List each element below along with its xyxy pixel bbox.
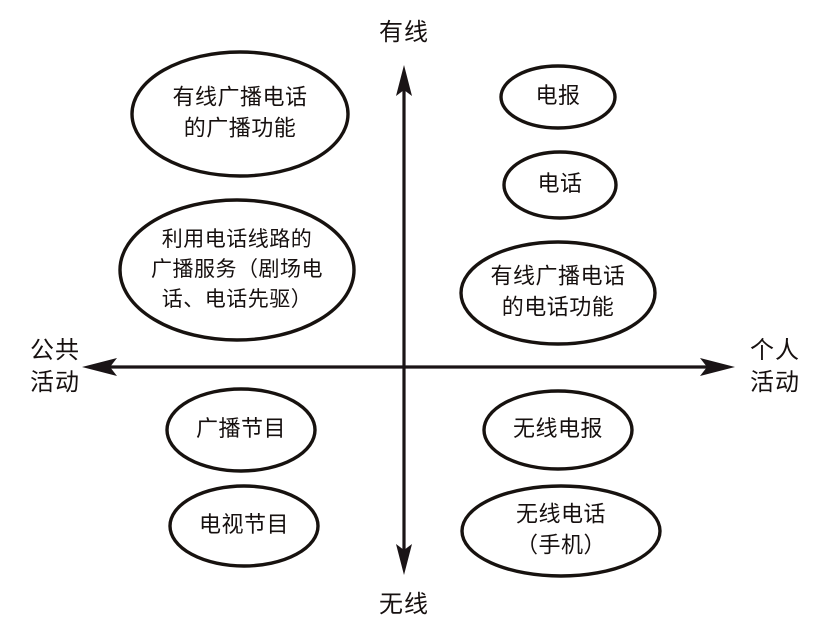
bubble-outline-wireless-telegraph <box>482 389 634 471</box>
bubble-label-wireless-telephone-mobile-line1: 无线电话 <box>516 503 606 528</box>
bubble-outline-wired-broadcast-phone-telephone-function <box>459 240 657 346</box>
bubble-label-telephone-line-broadcast-service-line3: 话、电话先驱） <box>162 287 313 311</box>
axis-labels-group: 有线 无线 公共 活动 个人 活动 <box>30 18 800 618</box>
horizontal-axis-left-arrow-icon <box>82 358 117 376</box>
bubble-radio-program[interactable]: 广播节目 <box>165 387 317 473</box>
bubble-outline-tv-program <box>168 484 320 568</box>
bubble-label-wired-broadcast-phone-telephone-function-line2: 的电话功能 <box>502 296 615 321</box>
axis-label-top: 有线 <box>379 18 429 46</box>
bubble-label-telephone-line1: 电话 <box>537 172 582 197</box>
bubble-label-wired-broadcast-phone-telephone-function-line1: 有线广播电话 <box>490 265 625 290</box>
bubble-label-wireless-telegraph-line1: 无线电报 <box>513 417 603 442</box>
axes-group <box>82 65 735 575</box>
vertical-axis-up-arrow-icon <box>396 65 412 96</box>
bubble-wireless-telegraph[interactable]: 无线电报 <box>482 389 634 471</box>
bubble-outline-radio-program <box>165 387 317 473</box>
bubble-outline-telephone-line-broadcast-service <box>118 198 356 342</box>
bubble-wireless-telephone-mobile[interactable]: 无线电话 （手机） <box>460 484 662 578</box>
bubbles-layer: 有线广播电话的广播功能利用电话线路的广播服务（剧场电话、电话先驱）电报电话有线广… <box>118 50 662 578</box>
bubble-telegraph[interactable]: 电报 <box>499 64 617 130</box>
bubble-outline-wired-broadcast-phone-broadcast-function <box>130 50 350 178</box>
axis-label-left-line2: 活动 <box>30 368 80 396</box>
bubble-label-radio-program-line1: 广播节目 <box>196 417 286 442</box>
bubble-label-telephone-line-broadcast-service-line2: 广播服务（剧场电 <box>151 257 323 281</box>
bubble-label-telephone-line-broadcast-service-line1: 利用电话线路的 <box>162 227 313 251</box>
vertical-axis-down-arrow-icon <box>396 544 412 575</box>
bubble-label-wired-broadcast-phone-broadcast-function-line2: 的广播功能 <box>184 117 297 142</box>
bubble-outline-telegraph <box>499 64 617 130</box>
horizontal-axis-right-arrow-icon <box>700 358 735 376</box>
bubble-label-telegraph-line1: 电报 <box>535 84 580 109</box>
bubble-label-wired-broadcast-phone-broadcast-function-line1: 有线广播电话 <box>172 86 307 111</box>
bubble-outline-telephone <box>502 150 618 220</box>
bubble-tv-program[interactable]: 电视节目 <box>168 484 320 568</box>
bubble-label-wireless-telephone-mobile-line2: （手机） <box>516 534 606 559</box>
axis-label-left-line1: 公共 <box>30 336 80 364</box>
bubble-label-tv-program-line1: 电视节目 <box>199 513 289 538</box>
bubble-outline-wireless-telephone-mobile <box>460 484 662 578</box>
axis-label-right-line1: 个人 <box>750 336 800 364</box>
axis-label-right-line2: 活动 <box>750 368 800 396</box>
bubble-telephone[interactable]: 电话 <box>502 150 618 220</box>
axis-label-bottom: 无线 <box>379 590 429 618</box>
